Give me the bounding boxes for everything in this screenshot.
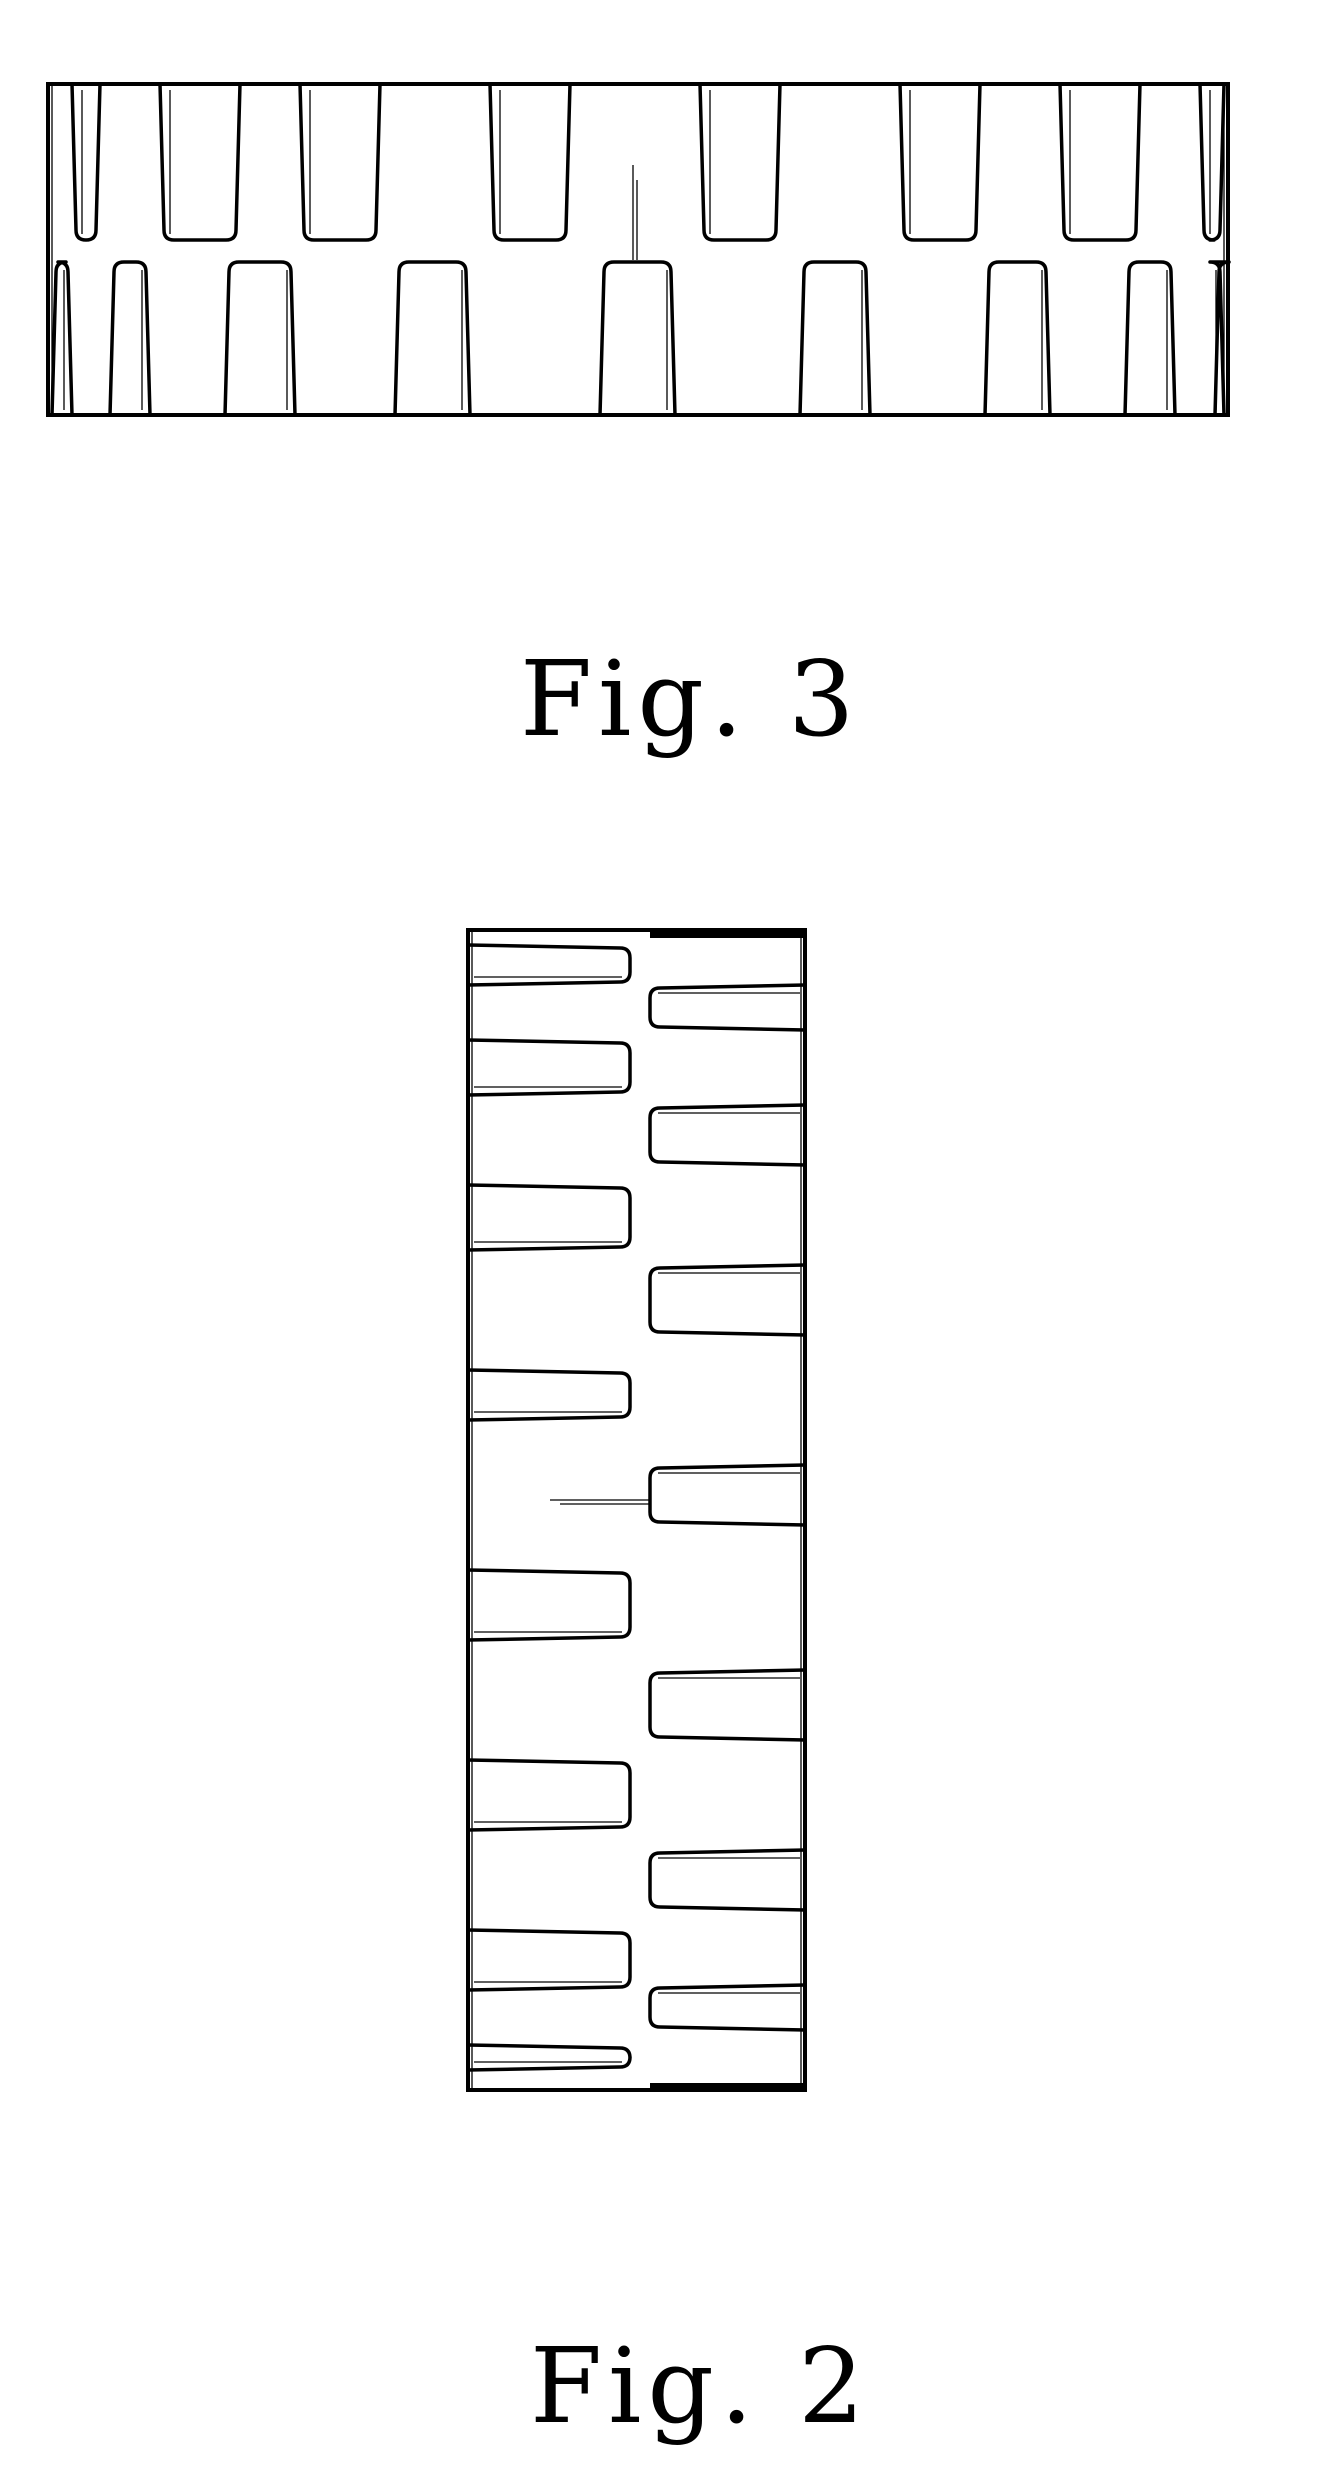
lower-slot: [52, 262, 72, 415]
lower-slot: [600, 262, 675, 415]
upper-slot: [1200, 84, 1224, 240]
figure-3-drawing: [48, 84, 1229, 415]
right-slot: [650, 1670, 805, 1740]
left-slot: [468, 1570, 630, 1640]
strip-outline-vertical: [468, 930, 805, 2090]
upper-slots: [72, 84, 1224, 240]
upper-slot: [72, 84, 100, 240]
figure-2-caption: Fig. 2: [530, 2325, 870, 2447]
right-slot: [650, 1105, 805, 1165]
left-slot: [468, 1760, 630, 1830]
left-slots: [468, 945, 630, 2070]
figure-3-caption: Fig. 3: [520, 638, 860, 760]
lower-slot: [395, 262, 470, 415]
left-slot: [468, 1930, 630, 1990]
left-slot: [468, 2045, 630, 2070]
upper-slot: [700, 84, 780, 240]
lower-slot: [800, 262, 870, 415]
lower-slot: [110, 262, 150, 415]
right-slots: [650, 985, 805, 2030]
upper-slot: [300, 84, 380, 240]
upper-slot: [900, 84, 980, 240]
figure-2-drawing: [468, 930, 805, 2090]
lower-slots: [52, 262, 1229, 415]
upper-slot: [1060, 84, 1140, 240]
upper-slot: [490, 84, 570, 240]
right-slot: [650, 985, 805, 1030]
upper-slot: [160, 84, 240, 240]
left-slot: [468, 1185, 630, 1250]
lower-slot: [985, 262, 1050, 415]
right-slot: [650, 1465, 805, 1525]
right-slot: [650, 1985, 805, 2030]
right-slot: [650, 1265, 805, 1335]
right-slot: [650, 1850, 805, 1910]
lower-slot: [225, 262, 295, 415]
left-slot: [468, 945, 630, 985]
